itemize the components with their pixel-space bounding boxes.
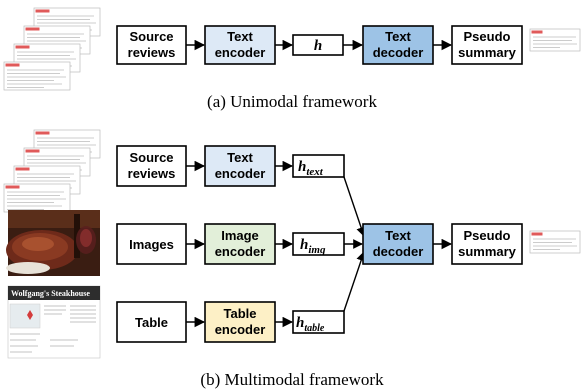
unimodal-summary-doc	[529, 28, 581, 52]
svg-text:Images: Images	[129, 237, 174, 252]
unimodal-source-label-2: reviews	[128, 45, 176, 60]
caption-a: (a) Unimodal framework	[207, 92, 377, 111]
svg-text:summary: summary	[458, 244, 517, 259]
svg-text:encoder: encoder	[215, 244, 266, 259]
svg-text:Text: Text	[385, 228, 411, 243]
svg-text:h: h	[314, 38, 322, 54]
multimodal-summary-doc	[529, 230, 581, 254]
multimodal-source-docs	[3, 129, 101, 213]
unimodal-latent-h: h	[292, 34, 344, 56]
svg-text:Source: Source	[129, 150, 173, 165]
svg-text:Wolfgang's Steakhouse: Wolfgang's Steakhouse	[11, 289, 90, 298]
h-text-box: htext	[292, 154, 345, 178]
multimodal-pseudo-summary: Pseudo summary	[451, 223, 523, 265]
multimodal-text-encoder: Text encoder	[204, 145, 276, 187]
svg-text:summary: summary	[458, 45, 517, 60]
unimodal-text-decoder: Text decoder	[362, 25, 434, 65]
svg-text:encoder: encoder	[215, 166, 266, 181]
h-img-box: himg	[292, 232, 345, 256]
svg-text:Pseudo: Pseudo	[464, 228, 511, 243]
svg-text:reviews: reviews	[128, 166, 176, 181]
svg-text:htext: htext	[298, 159, 324, 178]
svg-text:Table: Table	[224, 306, 257, 321]
svg-text:Text: Text	[385, 29, 411, 44]
svg-text:himg: himg	[300, 237, 326, 256]
svg-text:Pseudo: Pseudo	[464, 29, 511, 44]
svg-text:decoder: decoder	[373, 244, 424, 259]
arrow-h-text-to-decoder	[343, 176, 366, 237]
unimodal-source-docs	[3, 7, 101, 91]
multimodal-text-decoder: Text decoder	[362, 223, 434, 265]
arrow-h-table-to-decoder	[343, 251, 366, 312]
steak-photo	[6, 210, 100, 276]
svg-text:Table: Table	[135, 315, 168, 330]
h-table-box: htable	[292, 310, 345, 334]
restaurant-table-thumbnail: Wolfgang's Steakhouse	[7, 285, 101, 359]
svg-text:Text: Text	[227, 29, 253, 44]
images-box: Images	[116, 223, 187, 265]
multimodal-source-box: Source reviews	[116, 145, 187, 187]
svg-text:Image: Image	[221, 228, 259, 243]
table-box: Table	[116, 301, 187, 343]
svg-text:htable: htable	[296, 315, 325, 334]
caption-b: (b) Multimodal framework	[200, 370, 384, 389]
svg-text:encoder: encoder	[215, 322, 266, 337]
svg-text:Text: Text	[227, 150, 253, 165]
unimodal-source-label-1: Source	[129, 29, 173, 44]
svg-text:decoder: decoder	[373, 45, 424, 60]
unimodal-pseudo-summary: Pseudo summary	[451, 25, 523, 65]
table-encoder: Table encoder	[204, 301, 276, 343]
unimodal-source-box: Source reviews	[116, 25, 187, 65]
svg-text:encoder: encoder	[215, 45, 266, 60]
unimodal-text-encoder: Text encoder	[204, 25, 276, 65]
image-encoder: Image encoder	[204, 223, 276, 265]
